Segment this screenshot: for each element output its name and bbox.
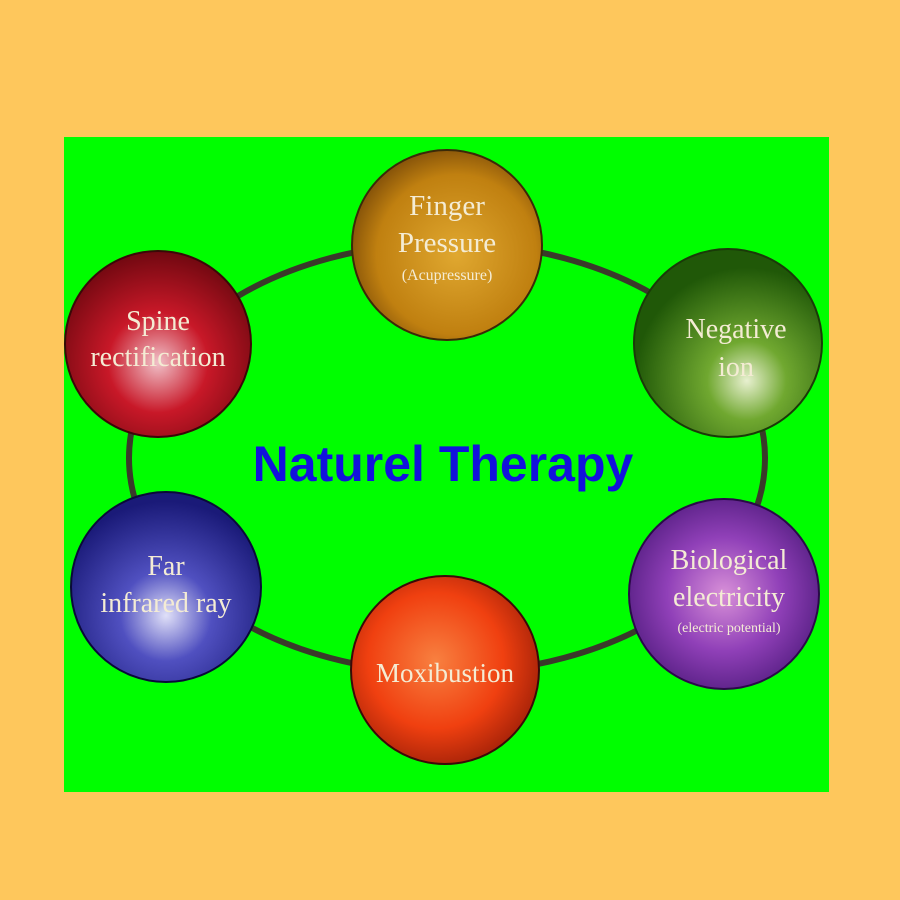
node-label: Biological — [671, 545, 788, 576]
node-label: infrared ray — [100, 588, 231, 619]
node-sublabel: (electric potential) — [678, 621, 781, 636]
node-moxibustion: Moxibustion — [350, 575, 540, 765]
node-label: Moxibustion — [376, 658, 515, 688]
node-far-infrared-ray: Far infrared ray — [70, 491, 262, 683]
node-spine-rectification: Spine rectification — [64, 250, 252, 438]
node-label: Negative — [685, 314, 786, 345]
node-label: Pressure — [398, 227, 496, 259]
node-biological-electricity: Biological electricity (electric potenti… — [628, 498, 820, 690]
node-negative-ion: Negative ion — [633, 248, 823, 438]
node-finger-pressure: Finger Pressure (Acupressure) — [351, 149, 543, 341]
node-label: Far — [147, 551, 185, 582]
diagram-title: Naturel Therapy — [253, 436, 634, 492]
node-label: Finger — [409, 190, 485, 222]
node-sublabel: (Acupressure) — [402, 267, 493, 284]
node-label: rectification — [90, 342, 225, 373]
node-label: ion — [718, 352, 754, 383]
node-label: electricity — [673, 582, 785, 613]
node-label: Spine — [126, 306, 190, 337]
